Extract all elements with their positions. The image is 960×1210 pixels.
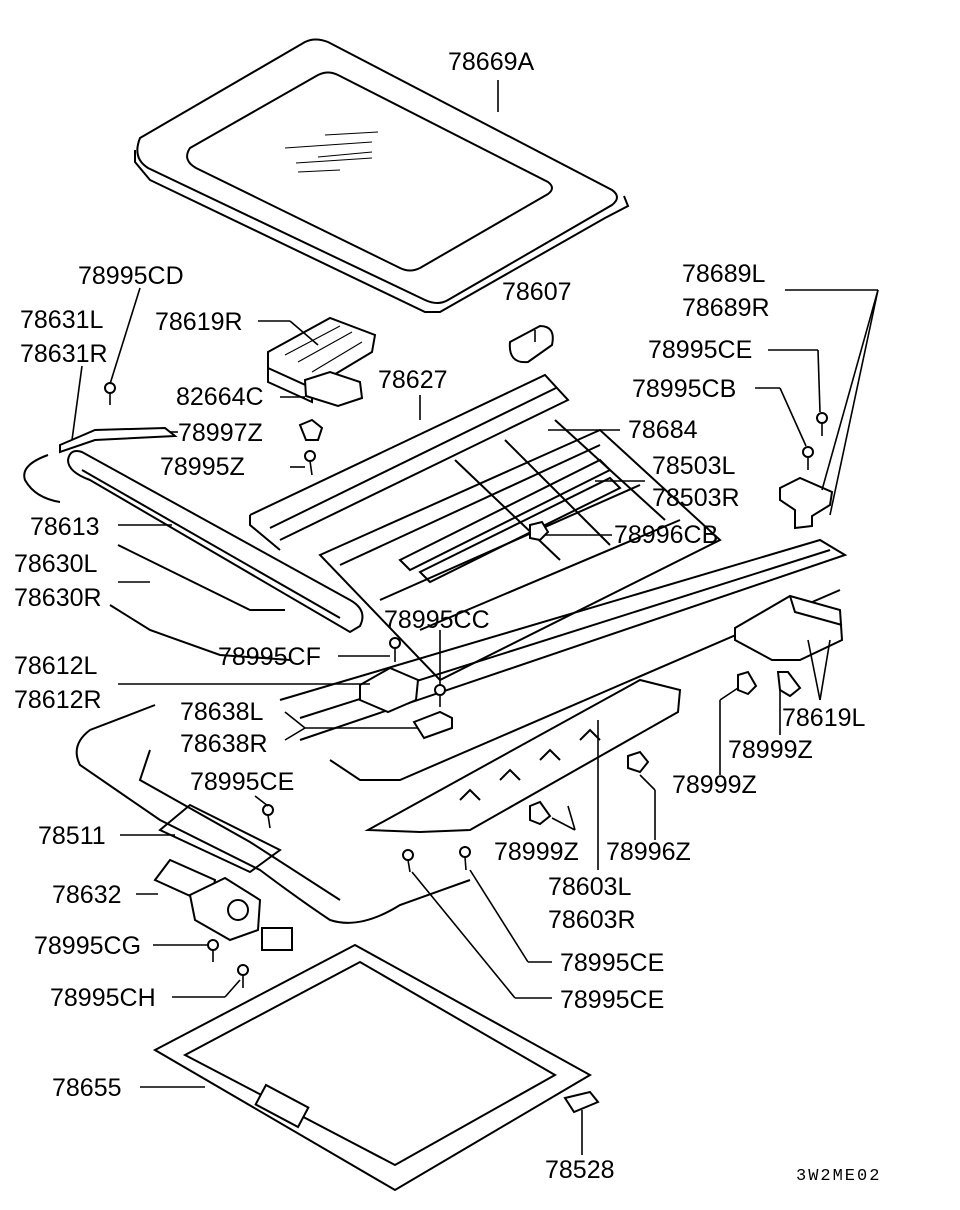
label-78996CB: 78996CB xyxy=(614,521,718,549)
leader-lines xyxy=(71,80,879,1155)
label-78655: 78655 xyxy=(52,1074,122,1102)
label-78619L: 78619L xyxy=(782,704,866,732)
bracket-78619l-drawing xyxy=(734,594,844,661)
label-78638L: 78638L xyxy=(180,698,264,726)
plate-78511-drawing xyxy=(158,803,282,874)
label-78995CE-d: 78995CE xyxy=(560,986,664,1014)
label-78995CB: 78995CB xyxy=(632,375,736,403)
label-78607: 78607 xyxy=(502,278,572,306)
label-78631L: 78631L xyxy=(20,306,104,334)
label-78995CH: 78995CH xyxy=(50,984,156,1012)
clip-78528-drawing xyxy=(563,1090,600,1114)
label-78689L: 78689L xyxy=(682,260,766,288)
clip-82664c-drawing xyxy=(303,370,364,408)
block-78612-drawing xyxy=(359,666,420,714)
label-78613: 78613 xyxy=(30,513,100,541)
arm-78631-drawing xyxy=(59,426,178,454)
label-78997Z: 78997Z xyxy=(178,419,263,447)
label-78632: 78632 xyxy=(52,881,122,909)
diagram-code: 3W2ME02 xyxy=(796,1167,881,1186)
label-78999Z-a: 78999Z xyxy=(728,736,813,764)
sunshade-78655-drawing xyxy=(152,943,593,1192)
label-78627: 78627 xyxy=(378,366,448,394)
rail-78603-drawing xyxy=(364,678,682,834)
stopper-78607-drawing xyxy=(508,324,554,364)
bracket-78689-drawing xyxy=(779,476,834,530)
label-78995CF: 78995CF xyxy=(218,643,321,671)
frame-78627-drawing xyxy=(249,373,848,781)
label-78995CE-b: 78995CE xyxy=(648,336,752,364)
label-78503R: 78503R xyxy=(652,484,740,512)
label-78995Z: 78995Z xyxy=(160,453,245,481)
label-78612L: 78612L xyxy=(14,652,98,680)
label-78503L: 78503L xyxy=(652,452,736,480)
label-78996Z: 78996Z xyxy=(606,838,691,866)
label-78995CE-c: 78995CE xyxy=(560,949,664,977)
label-78995CC: 78995CC xyxy=(384,606,490,634)
label-78630L: 78630L xyxy=(14,550,98,578)
screws-drawing xyxy=(104,382,828,988)
label-78999Z-b: 78999Z xyxy=(672,771,757,799)
label-78638R: 78638R xyxy=(180,730,268,758)
motor-78632-drawing xyxy=(153,858,293,951)
label-78669A: 78669A xyxy=(448,48,535,76)
deflector-78613-drawing xyxy=(66,450,364,634)
clip-78638-drawing xyxy=(412,710,453,740)
label-78619R: 78619R xyxy=(155,308,243,336)
slide-78503-drawing xyxy=(398,458,622,584)
label-78612R: 78612R xyxy=(14,686,102,714)
label-78689R: 78689R xyxy=(682,294,770,322)
label-78999Z-c: 78999Z xyxy=(494,838,579,866)
label-78603R: 78603R xyxy=(548,906,636,934)
wire-drawing xyxy=(23,454,61,503)
label-78995CG: 78995CG xyxy=(34,932,141,960)
rail-78630-drawing xyxy=(117,544,285,611)
label-78528: 78528 xyxy=(545,1156,615,1184)
label-78511: 78511 xyxy=(38,822,106,850)
label-78630R: 78630R xyxy=(14,584,102,612)
label-78995CD: 78995CD xyxy=(78,262,184,290)
label-82664C: 82664C xyxy=(176,383,264,411)
label-78684: 78684 xyxy=(628,416,698,444)
cable-drawing xyxy=(75,704,471,924)
label-78603L: 78603L xyxy=(548,873,632,901)
glass-panel-drawing xyxy=(134,38,630,313)
label-78631R: 78631R xyxy=(20,340,108,368)
label-78995CE-a: 78995CE xyxy=(190,768,294,796)
